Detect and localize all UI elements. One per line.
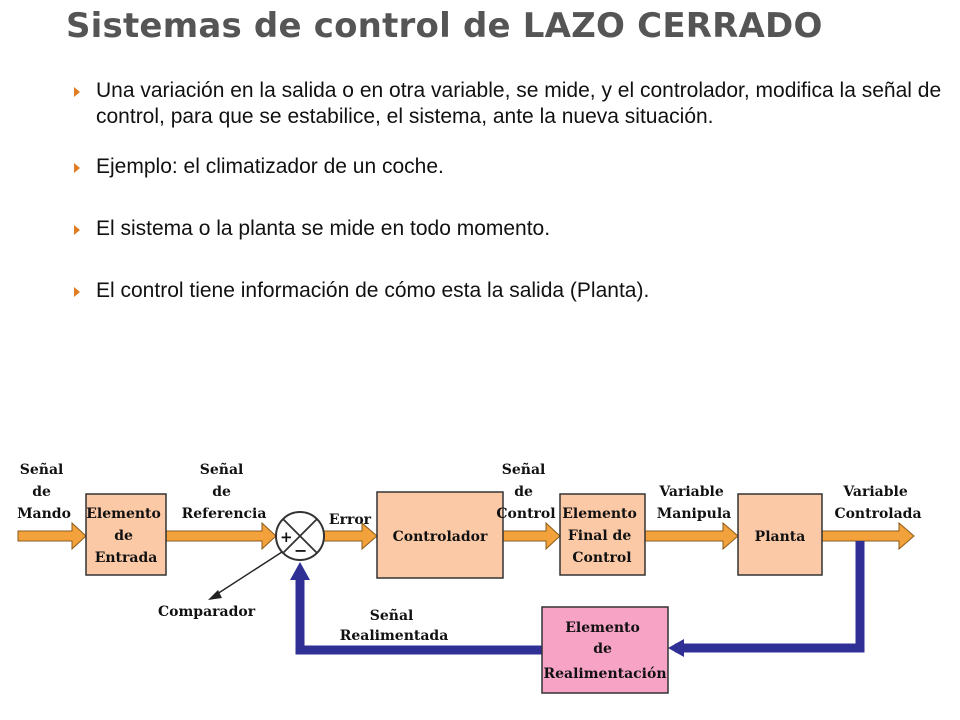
- label-line: de: [32, 484, 51, 500]
- error-arrow: [323, 521, 378, 551]
- feedback-arrowhead-up: [290, 562, 310, 580]
- feedback-path: [290, 541, 865, 657]
- label-line: Elemento: [565, 620, 640, 636]
- block-controlador: [376, 491, 504, 579]
- feedback-line-output: [675, 541, 865, 653]
- bullet-text: El sistema o la planta se mide en todo m…: [96, 217, 551, 240]
- label-line: Controlada: [834, 506, 921, 522]
- comparator-pointer: [213, 551, 283, 597]
- label-line: Entrada: [95, 550, 158, 566]
- label-line: Realimentación: [543, 666, 666, 682]
- label-line: Variable: [842, 484, 908, 500]
- blocks: [85, 491, 823, 694]
- bullet-arrow-icon: [74, 225, 80, 235]
- minus-sign: −: [294, 541, 307, 560]
- label-line: Señal: [20, 461, 64, 478]
- label-line: Elemento: [86, 506, 161, 522]
- block-realimentacion: [541, 606, 669, 694]
- label-line: de: [114, 528, 133, 544]
- block-elemento-final: [559, 493, 646, 576]
- bullet-item: Ejemplo: el climatizador de un coche.: [74, 154, 944, 180]
- label-line: Mando: [17, 506, 71, 522]
- comparator: + − Comparador: [158, 511, 325, 620]
- label-controlador: Controlador: [393, 529, 488, 545]
- label-line: Planta: [755, 529, 806, 545]
- label-senal-realimentada: Señal Realimentada: [340, 607, 449, 644]
- label-realimentacion: Elemento de Realimentación: [543, 620, 666, 682]
- reference-arrow: [165, 521, 277, 551]
- control-signal-arrow: [502, 521, 561, 551]
- label-line: de: [593, 641, 612, 657]
- label-line: Elemento: [562, 506, 637, 522]
- input-arrow: [17, 521, 87, 551]
- label-line: Control: [572, 550, 631, 566]
- label-senal-referencia: Señal de Referencia: [182, 461, 267, 522]
- label-line: Controlador: [393, 529, 488, 545]
- label-comparador: Comparador: [158, 604, 256, 620]
- bullet-text: Una variación en la salida o en otra var…: [96, 79, 942, 128]
- forward-arrows: [17, 521, 915, 551]
- label-line: de: [514, 484, 533, 500]
- feedback-arrowhead-right: [668, 639, 684, 657]
- label-line: Señal: [370, 607, 414, 624]
- label-line: Realimentada: [340, 628, 449, 644]
- bullet-text: El control tiene información de cómo est…: [96, 279, 650, 302]
- manipulated-arrow: [644, 521, 739, 551]
- feedback-line-return: [295, 574, 542, 655]
- label-line: Control: [496, 506, 555, 522]
- label-error: Error: [329, 512, 372, 528]
- label-variable-manipulada: Variable Manipula: [657, 484, 731, 522]
- label-line: Referencia: [182, 506, 267, 522]
- block-elemento-entrada: [85, 493, 167, 576]
- bullet-arrow-icon: [74, 163, 80, 173]
- label-line: de: [212, 484, 231, 500]
- label-elemento-entrada: Elemento de Entrada: [86, 506, 165, 566]
- label-line: Señal: [200, 461, 244, 478]
- bullet-arrow-icon: [74, 87, 80, 97]
- label-variable-controlada: Variable Controlada: [834, 484, 921, 522]
- slide-title: Sistemas de control de LAZO CERRADO: [66, 6, 823, 46]
- bullet-list: Una variación en la salida o en otra var…: [74, 78, 944, 304]
- label-senal-mando: Señal de Mando: [17, 461, 71, 522]
- label-line: Final de: [568, 528, 631, 544]
- label-line: Señal: [502, 461, 546, 478]
- label-line: Manipula: [657, 506, 731, 522]
- plus-sign: +: [280, 528, 293, 546]
- label-elemento-final: Elemento Final de Control: [562, 506, 641, 566]
- summing-junction-cross: [282, 518, 318, 554]
- bullet-item: El control tiene información de cómo est…: [74, 278, 944, 304]
- output-arrow: [821, 521, 915, 551]
- block-planta: [737, 493, 823, 576]
- label-senal-control: Señal de Control: [496, 461, 555, 522]
- bullet-arrow-icon: [74, 287, 80, 297]
- bullet-item: El sistema o la planta se mide en todo m…: [74, 216, 944, 242]
- comparator-pointer-head: [208, 590, 222, 600]
- label-line: Variable: [658, 484, 724, 500]
- bullet-item: Una variación en la salida o en otra var…: [74, 78, 944, 130]
- label-planta: Planta: [755, 529, 806, 545]
- bullet-text: Ejemplo: el climatizador de un coche.: [96, 155, 444, 178]
